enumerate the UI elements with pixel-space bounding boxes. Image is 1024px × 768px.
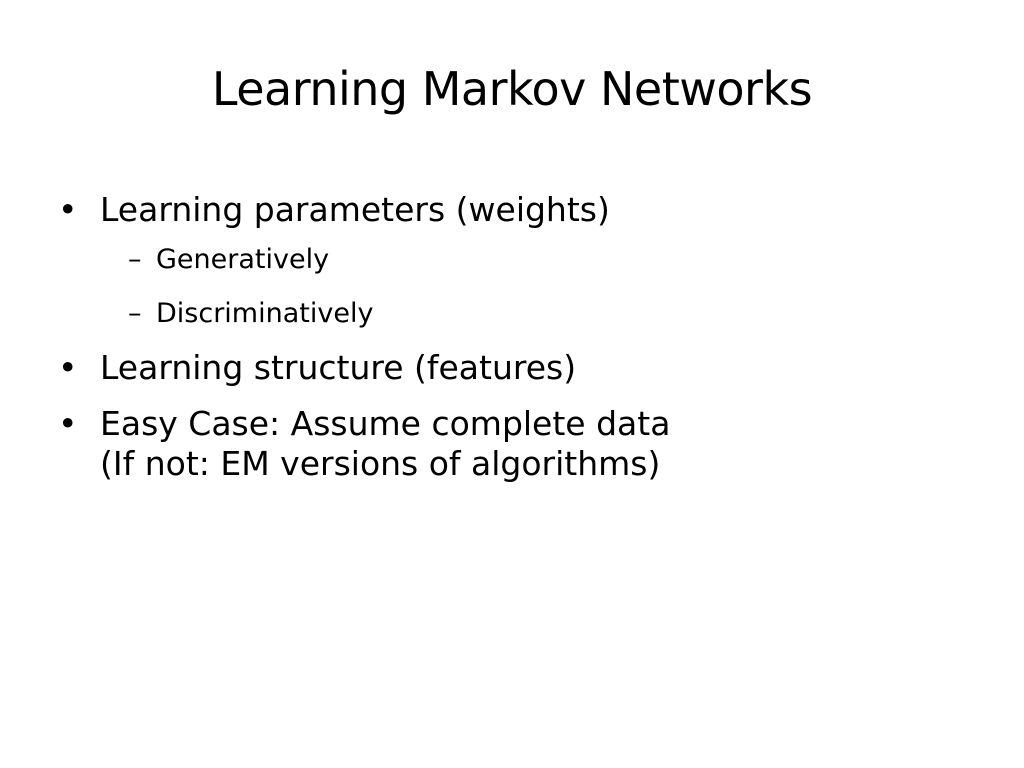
bullet-text: Easy Case: Assume complete data (If not:… — [100, 404, 958, 483]
bullet-marker: • — [58, 348, 78, 388]
bullet-text: Learning structure (features) — [100, 348, 577, 388]
sub-bullet-item-discriminatively: – Discriminatively — [128, 298, 958, 330]
sub-bullet-list: – Generatively – Discriminatively — [100, 244, 958, 331]
sub-bullet-marker: – — [128, 243, 142, 275]
bullet-marker: • — [58, 403, 78, 443]
bullet-item-learning-parameters: • Learning parameters (weights) – Genera… — [58, 190, 958, 330]
sub-bullet-text: Generatively — [156, 243, 330, 275]
bullet-item-learning-structure: • Learning structure (features) — [58, 348, 958, 388]
bullet-item-easy-case: • Easy Case: Assume complete data (If no… — [58, 404, 958, 483]
sub-bullet-item-generatively: – Generatively — [128, 244, 958, 276]
bullet-text: Learning parameters (weights) — [100, 190, 610, 229]
sub-bullet-marker: – — [128, 297, 142, 329]
sub-bullet-text: Discriminatively — [156, 297, 374, 329]
slide-content: • Learning parameters (weights) – Genera… — [58, 190, 958, 499]
bullet-marker: • — [58, 190, 78, 229]
bullet-line-main: Easy Case: Assume complete data — [100, 403, 671, 443]
bullet-line-continuation: (If not: EM versions of algorithms) — [100, 443, 661, 483]
slide-title: Learning Markov Networks — [211, 62, 813, 116]
